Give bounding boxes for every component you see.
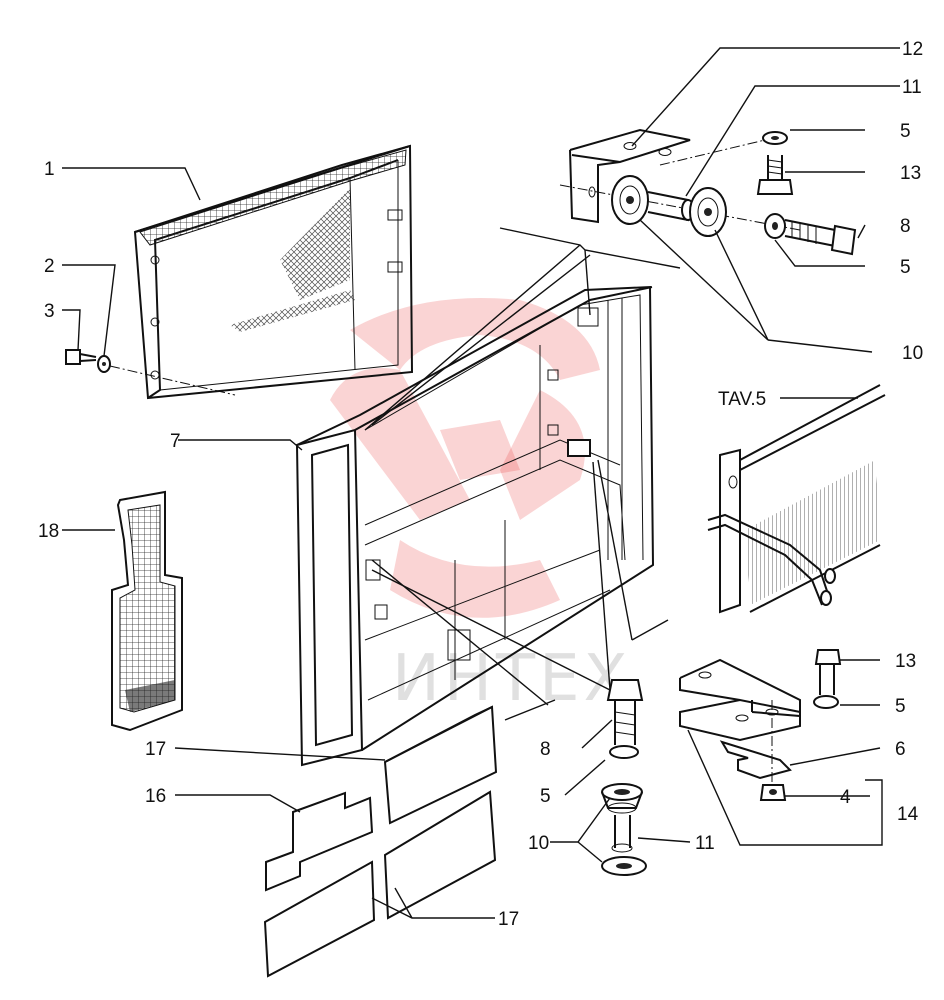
- callout-3: 3: [44, 301, 55, 322]
- callout-18: 18: [38, 521, 59, 542]
- washer-icon: [609, 131, 839, 759]
- callout-12: 12: [902, 39, 923, 60]
- callout-17: 17: [145, 739, 166, 760]
- callout-7: 7: [170, 431, 181, 452]
- callout-10: 10: [902, 343, 923, 364]
- callout-4: 4: [840, 787, 851, 808]
- callout-14: 14: [897, 804, 919, 825]
- callout-6: 6: [895, 739, 906, 760]
- insulation-block-icon: [263, 705, 498, 978]
- screw-icon: [65, 349, 97, 365]
- callout-labels: 1 2 3 7 18 12 11 5 13 8 5 10 TAV.5 13 5 …: [38, 39, 923, 930]
- callout-10: 10: [528, 833, 549, 854]
- bolt-icon: [606, 155, 857, 801]
- callout-5: 5: [900, 257, 911, 278]
- callout-2: 2: [44, 256, 55, 277]
- filter-grille-icon: [111, 490, 183, 732]
- callout-11: 11: [902, 77, 922, 98]
- callout-13: 13: [900, 163, 921, 184]
- callout-5: 5: [900, 121, 911, 142]
- callout-1: 1: [44, 159, 55, 180]
- callout-11: 11: [695, 833, 715, 854]
- frame-panel-icon: [295, 285, 655, 767]
- watermark-text: ИНТЕХ: [392, 642, 631, 716]
- leader-lines: [62, 47, 900, 919]
- bracket-icon: [569, 128, 691, 224]
- callout-13: 13: [895, 651, 916, 672]
- callout-tav5: TAV.5: [718, 389, 766, 410]
- washer-icon: [97, 355, 111, 373]
- rubber-mount-icon: [611, 175, 727, 237]
- watermark-logo: [330, 298, 600, 618]
- condenser-icon: [707, 384, 886, 614]
- rubber-mount-icon: [601, 783, 647, 876]
- callout-5: 5: [895, 696, 906, 717]
- callout-17: 17: [498, 909, 519, 930]
- callout-8: 8: [540, 739, 551, 760]
- callout-16: 16: [145, 786, 166, 807]
- filter-grille-icon: [133, 144, 414, 400]
- callout-5: 5: [540, 786, 551, 807]
- bracket-icon: [679, 658, 801, 780]
- callout-8: 8: [900, 216, 911, 237]
